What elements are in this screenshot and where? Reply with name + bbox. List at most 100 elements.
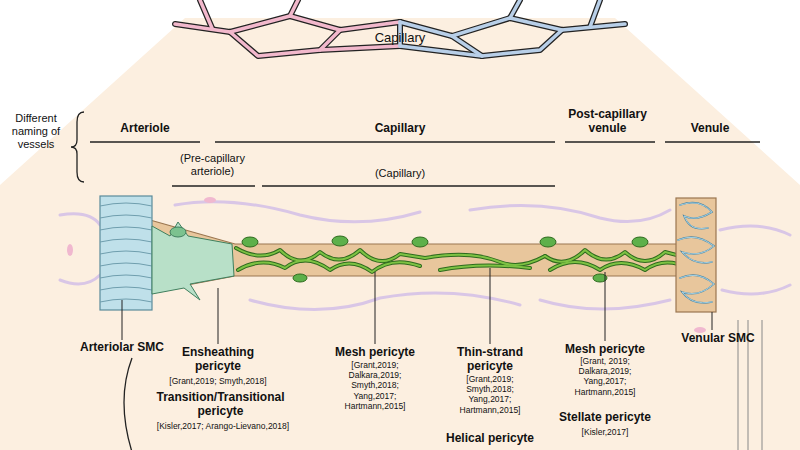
cell-body xyxy=(412,237,428,247)
leader-line xyxy=(375,272,376,344)
smc-strand xyxy=(680,203,712,229)
arterial-side xyxy=(175,0,400,56)
smc-ring xyxy=(100,287,152,290)
mesh-process xyxy=(545,250,688,262)
smc-ring xyxy=(100,239,152,242)
side-line xyxy=(762,320,763,450)
vessel-fill xyxy=(452,30,562,56)
glia-end xyxy=(204,197,216,203)
mesh-process xyxy=(236,248,425,261)
cell-body xyxy=(170,227,186,237)
thin-strand xyxy=(440,265,530,270)
leader-line xyxy=(218,288,219,344)
note-text: Different naming of vessels xyxy=(0,112,72,152)
part-label: Venule xyxy=(660,121,760,135)
zoom-fan xyxy=(0,18,800,450)
glia-line xyxy=(722,285,790,294)
vessel-fill xyxy=(200,0,212,28)
smc-ring xyxy=(100,299,152,302)
venular-smc-light xyxy=(678,203,714,303)
cell-body xyxy=(242,237,258,247)
name-underlines xyxy=(90,142,760,186)
thin-strand xyxy=(425,255,545,265)
vessel-fill xyxy=(230,30,340,56)
cell-body xyxy=(293,274,307,282)
glia-line xyxy=(470,206,670,222)
mesh-process xyxy=(550,262,688,270)
mesh-process xyxy=(236,248,425,261)
vessel-segment xyxy=(290,0,298,16)
venule-wall xyxy=(676,198,716,312)
smc-strand xyxy=(680,275,714,303)
note-text: [Grant,2019; Smyth,2018; Yang,2017; Hart… xyxy=(447,374,533,415)
pericyte-fill xyxy=(236,248,688,272)
leader-line xyxy=(605,272,606,341)
underline xyxy=(665,141,760,142)
curly-brace xyxy=(71,112,84,182)
vessel-fill xyxy=(400,46,482,56)
glia-processes xyxy=(60,197,790,333)
thin-strand xyxy=(425,255,545,265)
part-label: Post-capillary venule xyxy=(560,107,655,136)
arteriole-wall xyxy=(100,196,152,310)
part-label: Mesh pericyte xyxy=(545,342,665,356)
vessel-segment xyxy=(320,46,400,50)
smc-ring xyxy=(100,263,152,266)
note-text: Capillary xyxy=(350,30,450,46)
vessel-segment xyxy=(200,0,212,28)
smc-ring xyxy=(100,215,152,218)
vessel-fill xyxy=(510,0,520,18)
venous-side xyxy=(400,0,625,56)
smc-strand xyxy=(680,203,712,229)
network-outline xyxy=(175,0,625,56)
mesh-process xyxy=(550,262,688,270)
part-label: Capillary xyxy=(300,121,500,135)
thin-strand xyxy=(440,265,530,270)
underline xyxy=(565,141,655,142)
glia-line xyxy=(250,293,520,310)
cell-body xyxy=(632,237,648,247)
vessel-fill xyxy=(320,46,400,50)
underline xyxy=(215,141,555,142)
smc-ring xyxy=(100,227,152,230)
part-label: Ensheathing pericyte xyxy=(173,345,263,374)
part-label: Mesh pericyte xyxy=(315,345,435,359)
smc-rings xyxy=(100,203,152,302)
part-label: Helical pericyte xyxy=(430,431,550,445)
leader-line xyxy=(490,268,491,344)
cell-body xyxy=(540,237,556,247)
part-label: Stellate pericyte xyxy=(540,410,670,424)
mesh-process xyxy=(238,260,420,272)
note-text: [Grant, 2019; Dalkara,2019; Yang,2017; H… xyxy=(560,356,650,397)
glia-end xyxy=(67,244,73,256)
smc-strand xyxy=(678,237,714,263)
smc-ring xyxy=(100,203,152,206)
part-label: Arteriolar SMC xyxy=(62,340,182,354)
glia-line xyxy=(60,214,100,225)
note-text: (Capillary) xyxy=(350,167,450,180)
smc-ring xyxy=(100,275,152,278)
grouping-bracket xyxy=(124,358,132,450)
leader-line xyxy=(712,312,713,330)
pericyte-outline xyxy=(236,248,688,272)
note-text: (Pre-capillary arteriole) xyxy=(165,152,260,178)
vessel-segment xyxy=(510,0,520,18)
underline xyxy=(262,185,555,186)
glia-line xyxy=(175,202,420,222)
smc-strand xyxy=(678,237,714,263)
part-label: Thin-strand pericyte xyxy=(440,345,540,374)
vessel-fill xyxy=(590,0,600,27)
vessel-fill xyxy=(290,0,298,16)
leader-lines xyxy=(122,268,712,344)
part-label: Arteriole xyxy=(95,121,195,135)
note-text: [Grant,2019; Dalkara,2019; Smyth,2018; Y… xyxy=(335,360,415,411)
vessel-segment xyxy=(590,0,600,27)
smc-ring xyxy=(100,251,152,254)
note-text: [Grant,2019; Smyth,2018] xyxy=(153,376,283,386)
pericyte-bodies xyxy=(242,236,648,282)
venular-smc xyxy=(678,203,714,303)
note-text: [Kisler,2017; Arango-Lievano,2018] xyxy=(133,421,313,431)
smc-strand xyxy=(680,275,714,303)
